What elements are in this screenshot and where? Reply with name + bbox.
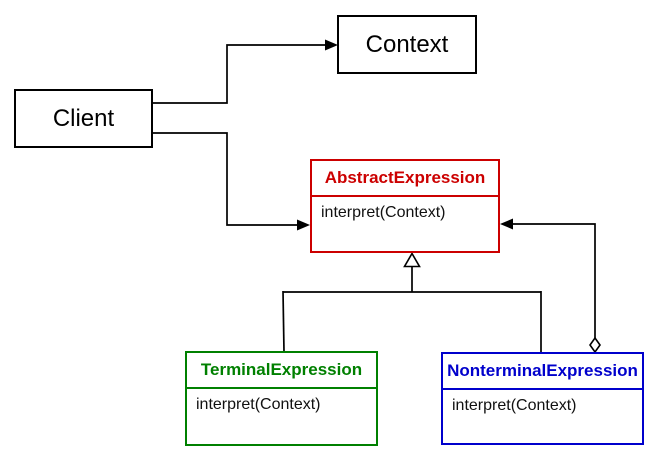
abstract-expression-method: interpret(Context) xyxy=(321,204,446,221)
edge-line xyxy=(153,132,298,226)
arrowhead-icon xyxy=(500,218,513,230)
terminal-expression-method: interpret(Context) xyxy=(196,396,321,413)
nonterminal-expression-title: NonterminalExpression xyxy=(443,354,642,390)
arrowhead-icon xyxy=(297,219,310,231)
class-box-client: Client xyxy=(14,89,153,148)
class-box-terminal-expression: TerminalExpression interpret(Context) xyxy=(185,351,378,446)
class-box-nonterminal-expression: NonterminalExpression interpret(Context) xyxy=(441,352,644,445)
generalization-triangle-icon xyxy=(403,251,421,268)
aggregation-diamond-icon xyxy=(589,336,601,354)
arrowhead-icon xyxy=(325,39,338,51)
nonterminal-expression-method: interpret(Context) xyxy=(452,397,577,414)
edge-client-to-abstractexpression xyxy=(153,132,310,231)
edge-generalization-tree xyxy=(282,251,542,353)
terminal-expression-title: TerminalExpression xyxy=(187,353,376,389)
edge-line xyxy=(282,290,285,353)
edge-client-to-context xyxy=(153,39,338,104)
context-label: Context xyxy=(365,30,449,58)
class-box-abstract-expression: AbstractExpression interpret(Context) xyxy=(310,159,500,253)
client-label: Client xyxy=(52,104,115,132)
abstract-expression-title: AbstractExpression xyxy=(312,161,498,197)
edge-line xyxy=(153,44,326,104)
class-box-context: Context xyxy=(337,15,477,74)
edge-line xyxy=(511,223,596,339)
edge-nonterminalexpression-to-abstractexpression-aggregation xyxy=(500,218,601,354)
